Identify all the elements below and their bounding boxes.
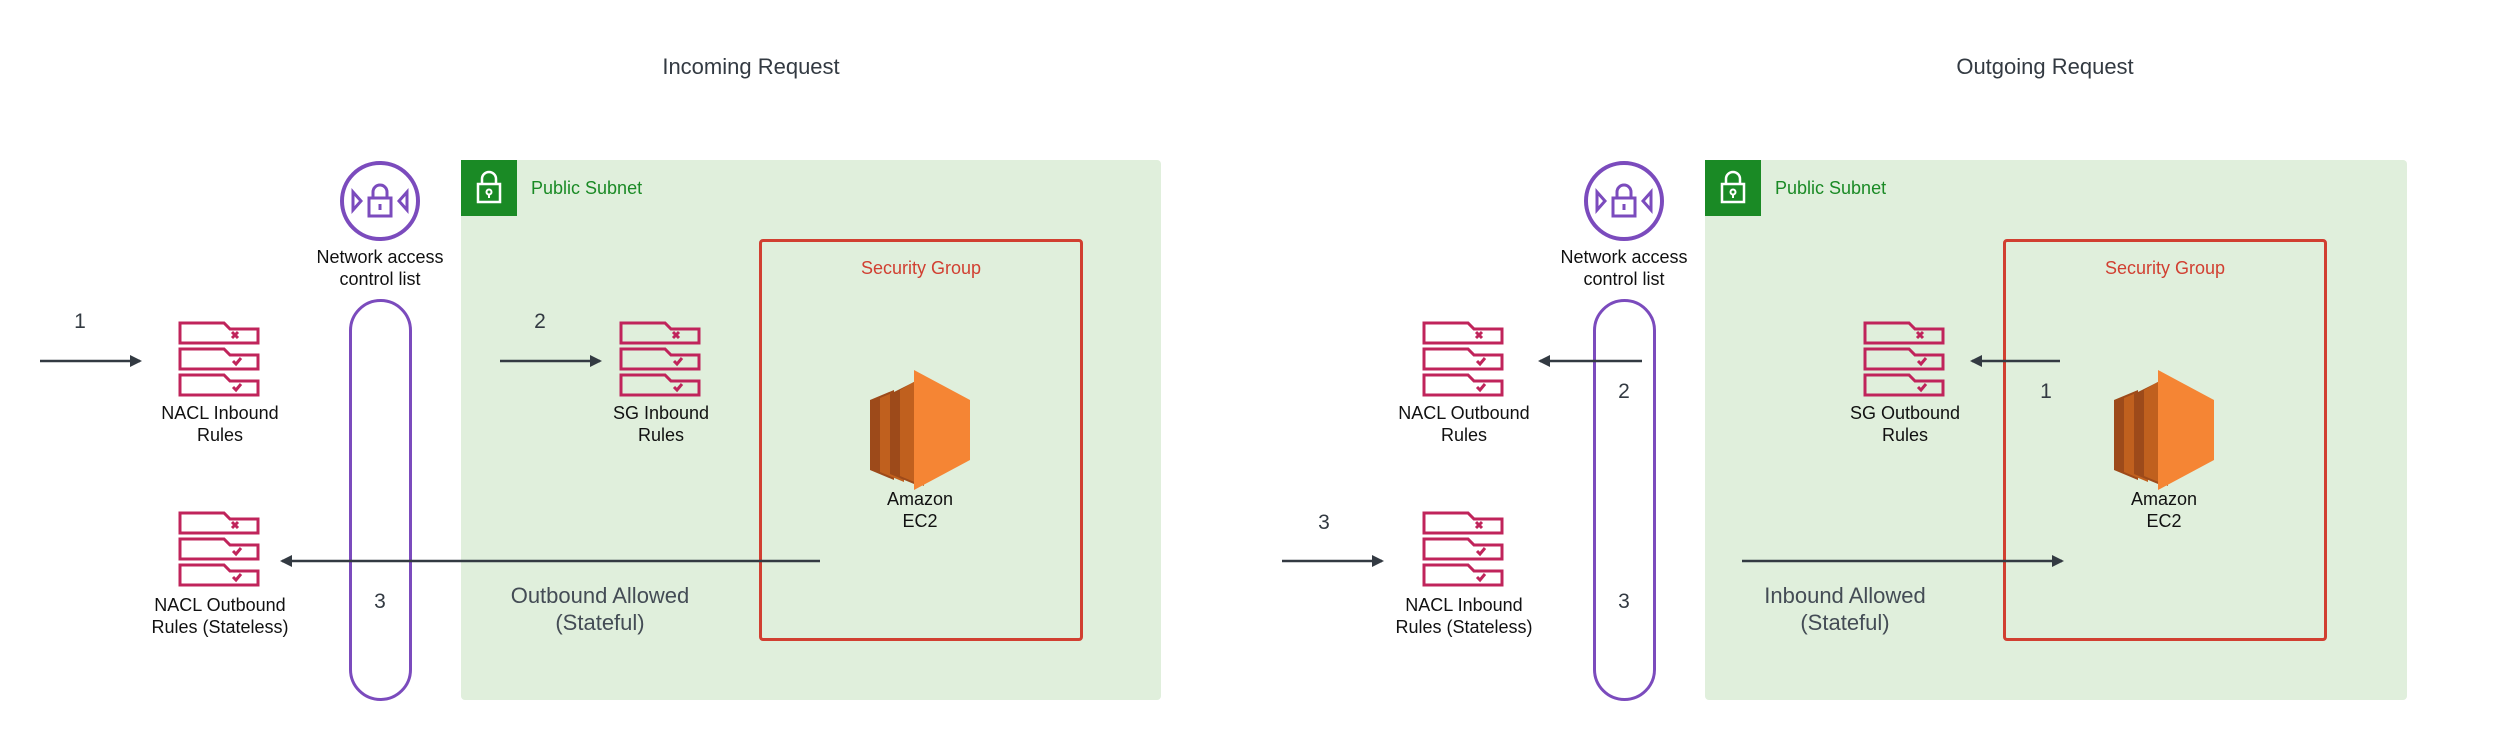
step-number: 1	[74, 310, 86, 333]
ec2-label: Amazon EC2	[840, 488, 1000, 532]
nacl-label-line2: control list	[1583, 269, 1665, 289]
inbound-allowed-label: Inbound Allowed (Stateful)	[1715, 582, 1975, 636]
ec2-label-line1: Amazon	[2130, 489, 2198, 509]
subnet-label: Public Subnet	[531, 178, 643, 198]
security-group-label: Security Group	[860, 258, 982, 278]
sg-outbound-label-line1: SG Outbound	[1849, 403, 1961, 423]
allowed-label-line1: Outbound Allowed	[510, 583, 690, 608]
subnet-lock-icon	[461, 160, 517, 216]
nacl-inbound-label-line2: Rules	[196, 425, 244, 445]
nacl-inbound-label-line1: NACL Inbound	[1405, 595, 1523, 615]
ec2-label-line1: Amazon	[886, 489, 954, 509]
nacl-lock-icon	[1583, 160, 1665, 247]
nacl-label: Network access control list	[1534, 246, 1714, 290]
nacl-inbound-label: NACL Inbound Rules	[140, 402, 300, 446]
nacl-label-line1: Network access	[316, 247, 444, 267]
subnet-lock-icon	[1705, 160, 1761, 216]
step-number: 2	[1618, 380, 1630, 403]
nacl-outbound-label: NACL Outbound Rules	[1374, 402, 1554, 446]
ec2-instance-icon	[870, 370, 974, 495]
allowed-label-line1: Inbound Allowed	[1764, 583, 1926, 608]
ec2-label-line2: EC2	[902, 511, 938, 531]
nacl-label: Network access control list	[290, 246, 470, 290]
sg-inbound-label-line2: Rules	[637, 425, 685, 445]
nacl-inbound-label-line2: Rules (Stateless)	[1395, 617, 1533, 637]
allowed-label-line2: (Stateful)	[555, 610, 645, 635]
nacl-outbound-label-line1: NACL Outbound	[1398, 403, 1530, 423]
allowed-label-line2: (Stateful)	[1800, 610, 1890, 635]
sg-inbound-label-line1: SG Inbound	[612, 403, 710, 423]
nacl-inbound-label: NACL Inbound Rules (Stateless)	[1374, 594, 1554, 638]
subnet-label: Public Subnet	[1775, 178, 1887, 198]
security-group-box	[2003, 239, 2327, 641]
ec2-label: Amazon EC2	[2084, 488, 2244, 532]
nacl-outbound-label-line1: NACL Outbound	[154, 595, 286, 615]
public-subnet	[1705, 160, 2407, 700]
step-number: 3	[374, 590, 386, 613]
ec2-instance-icon	[2114, 370, 2218, 495]
step-number: 3	[1618, 590, 1630, 613]
step-number: 3	[1318, 511, 1330, 534]
sg-outbound-label-line2: Rules	[1881, 425, 1929, 445]
nacl-boundary	[349, 299, 412, 701]
ec2-label-line2: EC2	[2146, 511, 2182, 531]
security-group-label: Security Group	[2104, 258, 2226, 278]
step-number: 2	[534, 310, 546, 333]
outbound-allowed-label: Outbound Allowed (Stateful)	[470, 582, 730, 636]
nacl-outbound-label-line2: Rules (Stateless)	[151, 617, 289, 637]
nacl-outbound-label: NACL Outbound Rules (Stateless)	[130, 594, 310, 638]
nacl-label-line2: control list	[339, 269, 421, 289]
outgoing-title: Outgoing Request	[1956, 54, 2134, 79]
incoming-title: Incoming Request	[662, 54, 840, 79]
nacl-label-line1: Network access	[1560, 247, 1688, 267]
public-subnet	[461, 160, 1161, 700]
nacl-inbound-label-line1: NACL Inbound	[161, 403, 279, 423]
step-number: 1	[2040, 380, 2052, 403]
sg-outbound-label: SG Outbound Rules	[1825, 402, 1985, 446]
sg-inbound-label: SG Inbound Rules	[581, 402, 741, 446]
nacl-outbound-label-line2: Rules	[1440, 425, 1488, 445]
nacl-lock-icon	[339, 160, 421, 247]
security-group-box	[759, 239, 1083, 641]
nacl-boundary	[1593, 299, 1656, 701]
